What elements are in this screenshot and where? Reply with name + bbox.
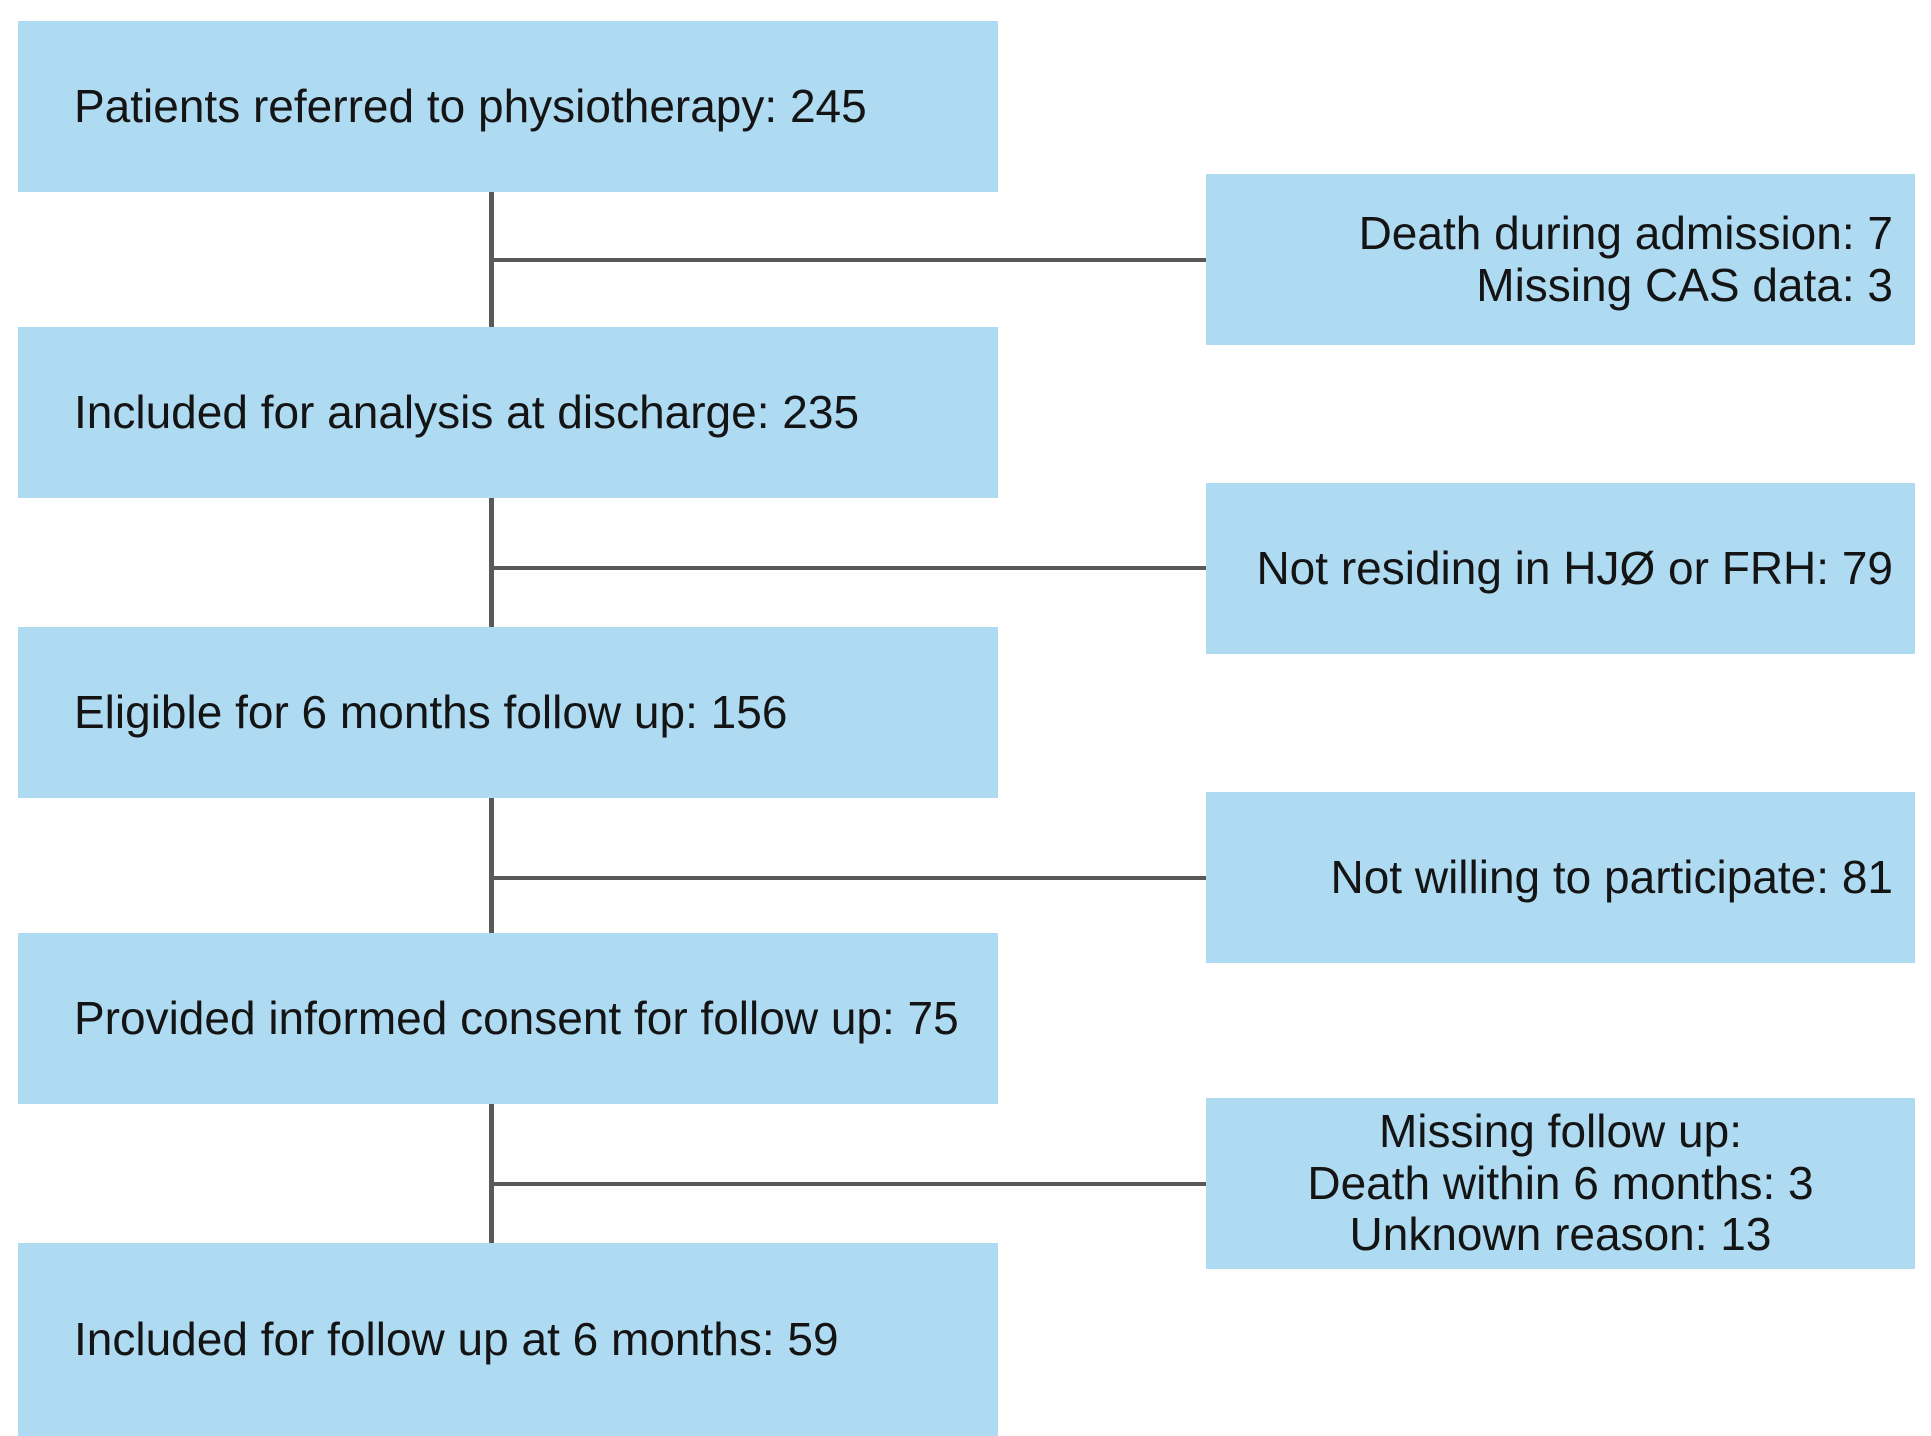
- node-eligible-followup-label: Eligible for 6 months follow up: 156: [74, 685, 788, 738]
- node-exclusion-missing-followup-line1: Missing follow up:: [1378, 1105, 1743, 1158]
- node-exclusion-missing-followup-line2: Death within 6 months: 3: [1307, 1156, 1814, 1209]
- connector-vertical-consent-to-followup: [489, 1104, 494, 1243]
- connector-horizontal-exclusion-residence: [489, 566, 1207, 570]
- node-exclusion-death-admission-line1: Death during admission: 7: [1358, 206, 1893, 259]
- node-exclusion-not-willing-line1: Not willing to participate: 81: [1330, 850, 1893, 903]
- node-provided-consent-label: Provided informed consent for follow up:…: [74, 991, 959, 1044]
- node-exclusion-missing-followup: Missing follow up: Death within 6 months…: [1206, 1098, 1915, 1269]
- connector-horizontal-exclusion-missing: [489, 1182, 1207, 1186]
- node-provided-consent: Provided informed consent for follow up:…: [18, 933, 998, 1104]
- node-included-at-discharge: Included for analysis at discharge: 235: [18, 327, 998, 498]
- connector-vertical-discharge-to-eligible: [489, 498, 494, 627]
- connector-vertical-eligible-to-consent: [489, 798, 494, 933]
- node-exclusion-not-residing: Not residing in HJØ or FRH: 79: [1206, 483, 1915, 654]
- connector-horizontal-exclusion-death: [489, 258, 1207, 262]
- connector-horizontal-exclusion-willing: [489, 876, 1207, 880]
- node-eligible-followup: Eligible for 6 months follow up: 156: [18, 627, 998, 798]
- node-exclusion-death-admission-line2: Missing CAS data: 3: [1476, 258, 1893, 311]
- node-patients-referred-label: Patients referred to physiotherapy: 245: [74, 79, 867, 132]
- node-exclusion-not-residing-line1: Not residing in HJØ or FRH: 79: [1256, 541, 1893, 594]
- node-included-followup-6-months: Included for follow up at 6 months: 59: [18, 1243, 998, 1436]
- node-exclusion-missing-followup-line3: Unknown reason: 13: [1349, 1208, 1772, 1261]
- node-exclusion-not-willing: Not willing to participate: 81: [1206, 792, 1915, 963]
- node-included-followup-6-months-label: Included for follow up at 6 months: 59: [74, 1312, 839, 1365]
- node-exclusion-death-admission: Death during admission: 7 Missing CAS da…: [1206, 174, 1915, 345]
- node-patients-referred: Patients referred to physiotherapy: 245: [18, 21, 998, 192]
- node-included-at-discharge-label: Included for analysis at discharge: 235: [74, 385, 860, 438]
